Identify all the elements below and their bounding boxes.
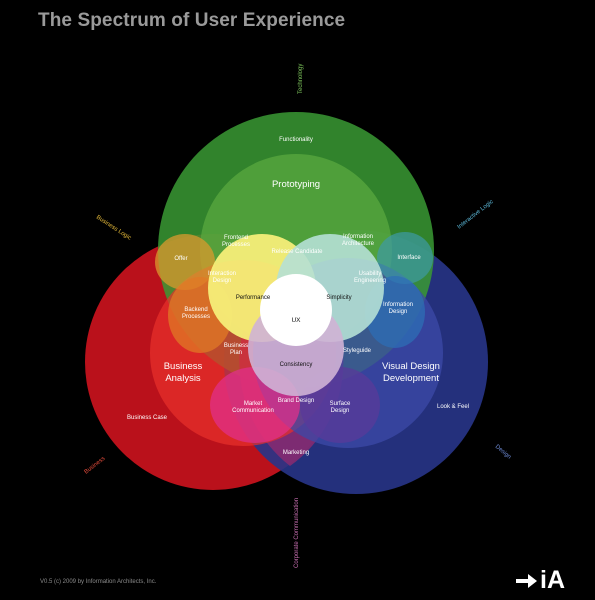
information-architecture-label-1: Information (343, 234, 373, 240)
consistency-label: Consistency (280, 362, 313, 368)
business-analysis-label-2: Analysis (165, 373, 201, 384)
market-communication-label-2: Communication (232, 408, 274, 414)
functionality-label: Functionality (279, 137, 313, 143)
usability-engineering-label-1: Usability (359, 271, 382, 277)
performance-label: Performance (236, 295, 271, 301)
usability-engineering-label-2: Engineering (354, 278, 386, 284)
release-candidate-label: Release Candidate (271, 249, 323, 255)
brand-design-label: Brand Design (278, 398, 314, 404)
axis-interactive-logic: Interactive Logic (457, 199, 495, 231)
interaction-design-label-1: Interaction (208, 271, 236, 277)
business-plan-label-2: Plan (230, 350, 242, 356)
ux-label: UX (291, 317, 301, 324)
axis-business: Business (84, 456, 107, 476)
business-analysis-label-1: Business (164, 361, 203, 372)
look-and-feel-label: Look & Feel (437, 404, 469, 410)
surface-design-label-2: Design (331, 408, 350, 414)
styleguide-label: Styleguide (343, 348, 372, 354)
visual-design-label-2: Development (383, 373, 439, 384)
backend-processes-label-1: Backend (184, 307, 207, 313)
visual-design-label-1: Visual Design (382, 361, 440, 372)
interface-region (377, 232, 433, 284)
information-design-label-2: Design (389, 309, 408, 315)
market-communication-label-1: Market (244, 401, 263, 407)
business-plan-label-1: Business (224, 343, 248, 349)
information-architecture-label-2: Architecture (342, 241, 375, 247)
information-design-label-1: Information (383, 302, 413, 308)
offer-region (155, 234, 215, 290)
footer-copyright: V0.5 (c) 2009 by Information Architects,… (40, 579, 157, 585)
axis-technology: Technology (298, 64, 304, 94)
business-case-label: Business Case (127, 415, 168, 421)
prototyping-label: Prototyping (272, 179, 320, 190)
frontend-processes-label-2: Processes (222, 242, 250, 248)
offer-label: Offer (174, 256, 187, 262)
axis-business-logic: Business Logic (95, 215, 132, 242)
axis-design: Design (494, 444, 512, 461)
surface-design-label-1: Surface (330, 401, 351, 407)
marketing-label: Marketing (283, 450, 309, 456)
logo-text: iA (540, 566, 565, 594)
page-title: The Spectrum of User Experience (38, 10, 346, 31)
arrow-right-icon (516, 573, 537, 588)
ux-center (260, 274, 332, 346)
frontend-processes-label-1: Frontend (224, 235, 248, 241)
backend-processes-label-2: Processes (182, 314, 210, 320)
interface-label: Interface (397, 255, 421, 261)
simplicity-label: Simplicity (326, 295, 351, 301)
interaction-design-label-2: Design (213, 278, 232, 284)
ia-logo: iA (516, 566, 565, 595)
axis-corporate-communication: Corporate Communication (294, 498, 300, 568)
